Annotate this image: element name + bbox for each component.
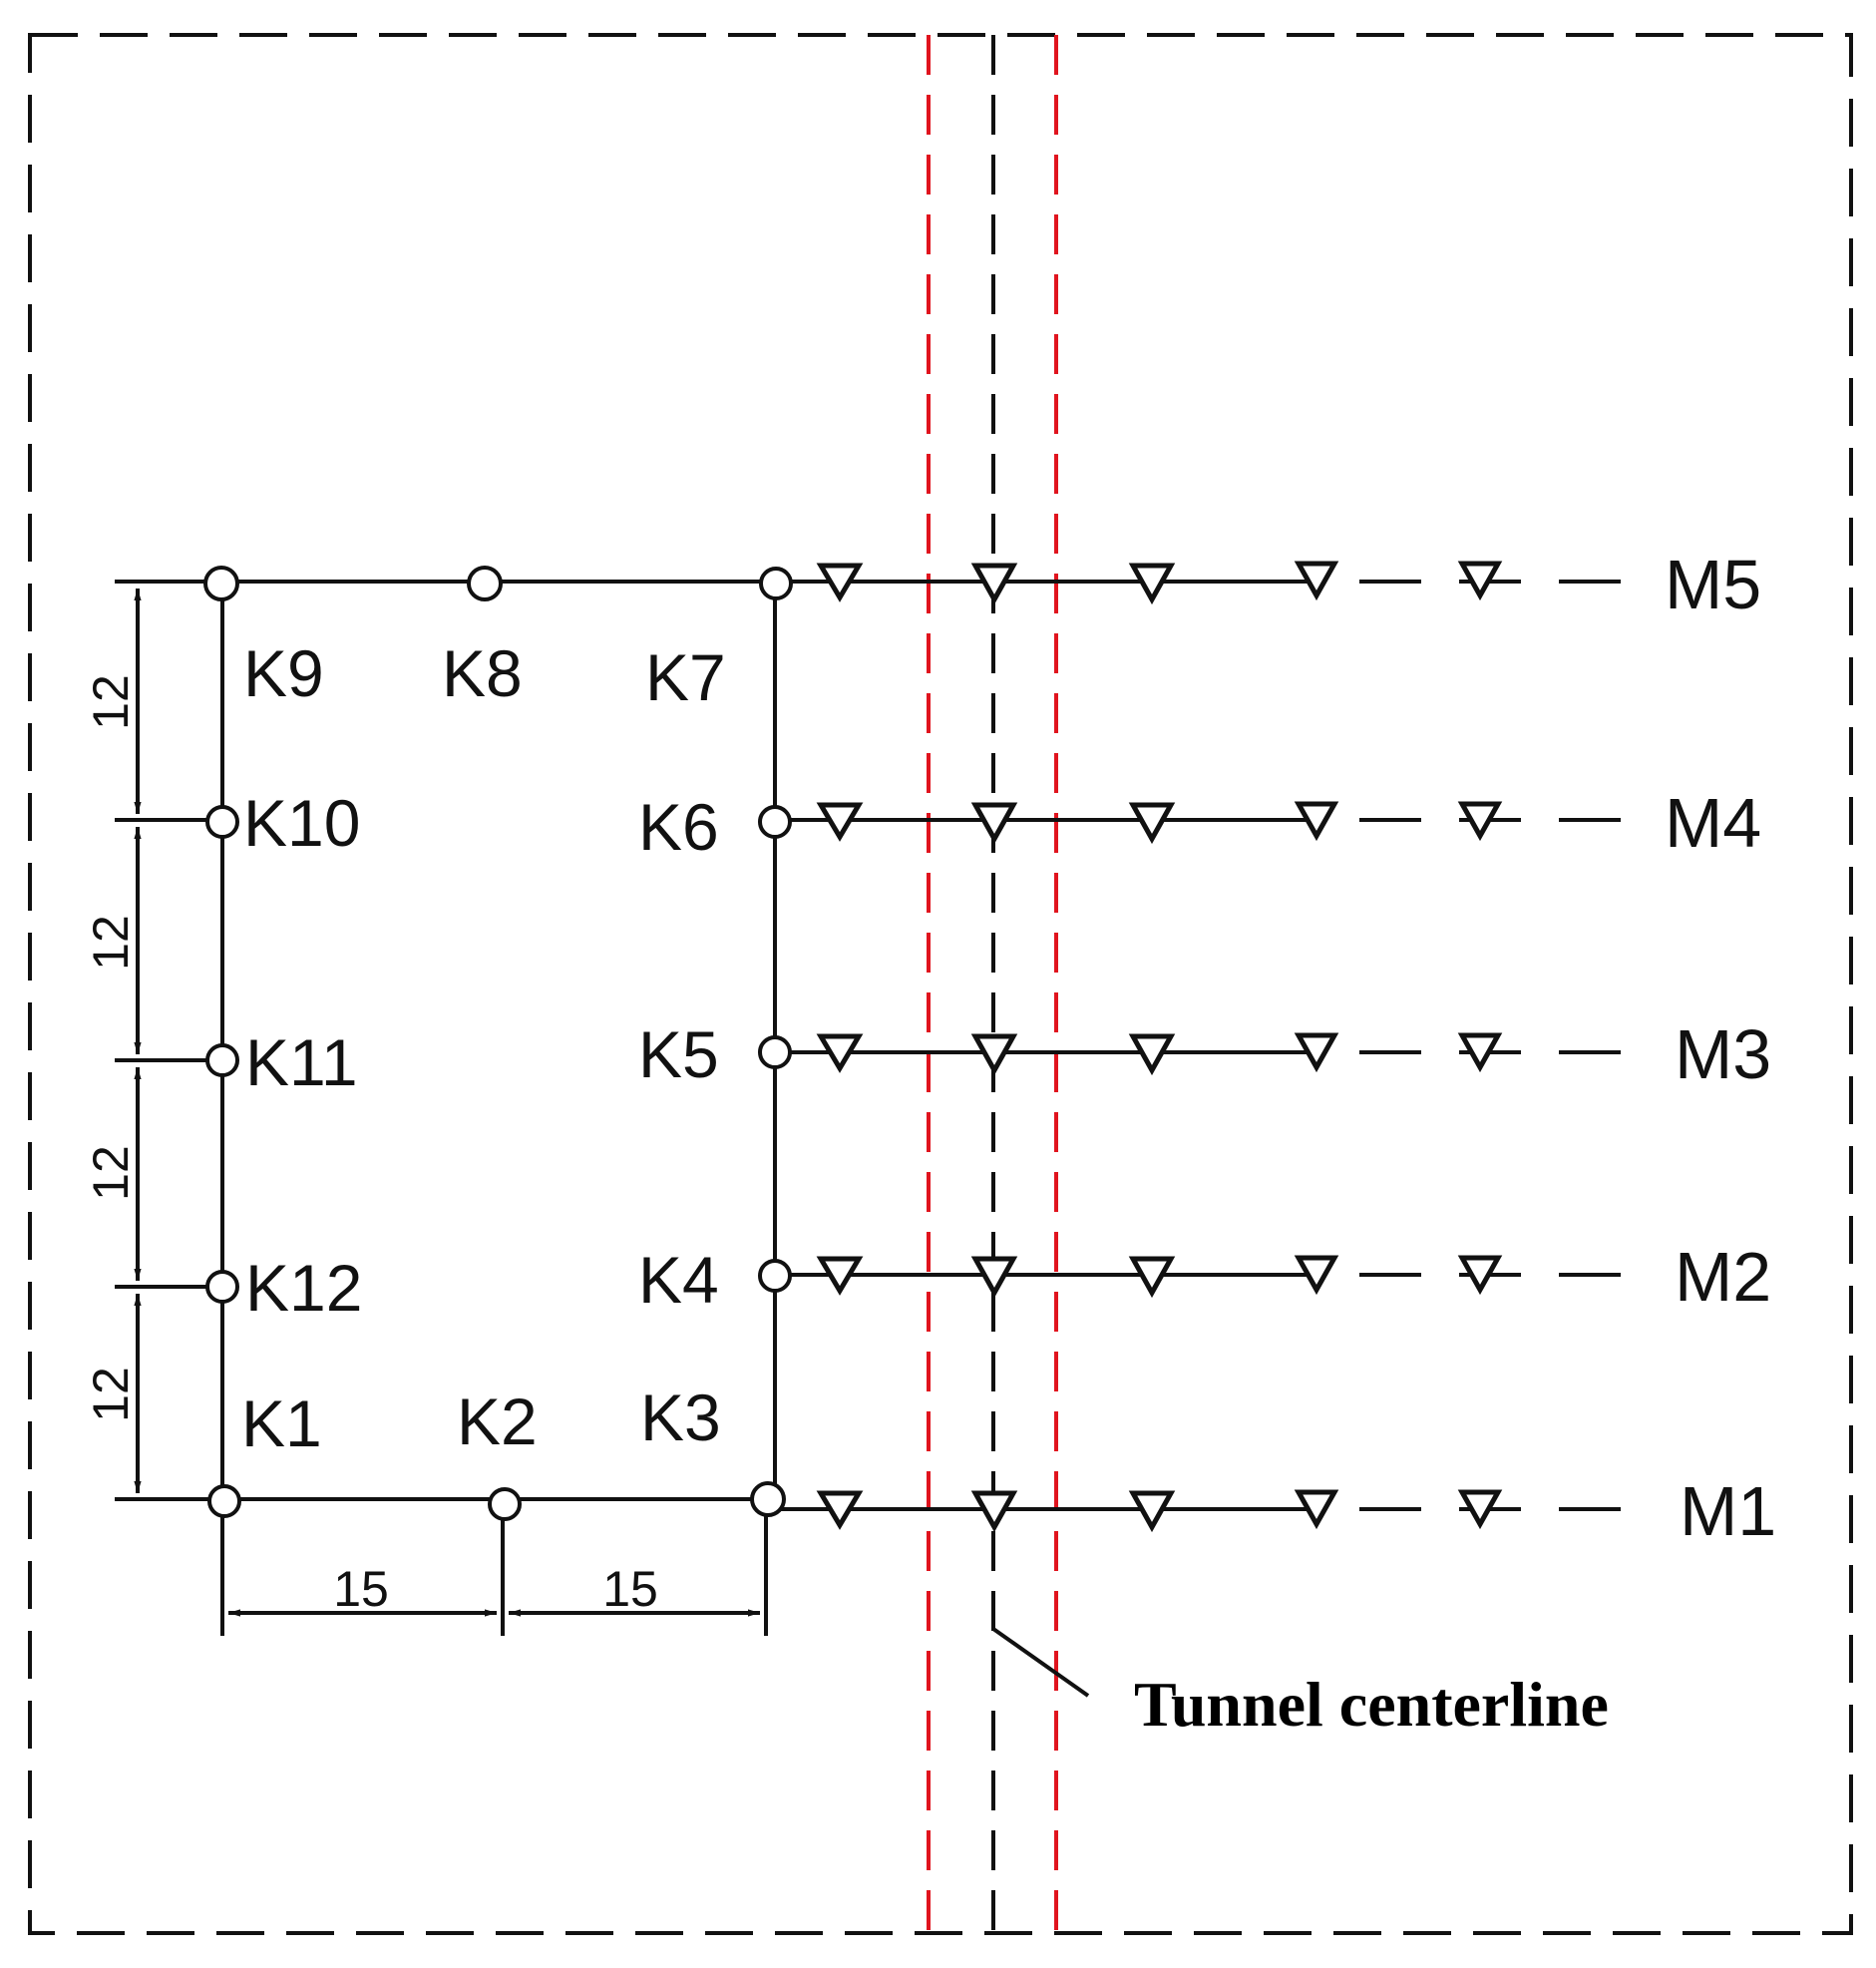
dim-vertical-1: 12 (83, 674, 139, 730)
label-m3: M3 (1675, 1015, 1771, 1093)
label-k11: K11 (245, 1025, 358, 1099)
dim-horizontal-1: 15 (333, 1561, 389, 1617)
dim-vertical-4: 12 (83, 1367, 139, 1422)
point-k9 (203, 566, 239, 601)
point-k6 (758, 805, 792, 839)
caption-leader (991, 1627, 1090, 1698)
label-k9: K9 (243, 636, 324, 710)
m-points (816, 561, 1503, 1533)
point-k5 (758, 1035, 792, 1069)
label-k5: K5 (638, 1017, 719, 1091)
label-k1: K1 (241, 1386, 322, 1460)
label-k4: K4 (638, 1243, 719, 1317)
dim-vertical-3: 12 (83, 1145, 139, 1201)
label-k8: K8 (442, 636, 523, 710)
point-k7 (759, 567, 793, 600)
label-k3: K3 (640, 1380, 721, 1454)
dim-horizontal-2: 15 (602, 1561, 658, 1617)
monitoring-frame (115, 580, 778, 1636)
caption-tunnel-centerline: Tunnel centerline (1134, 1669, 1609, 1740)
label-k2: K2 (457, 1384, 538, 1458)
label-m1: M1 (1680, 1472, 1776, 1550)
label-k10: K10 (243, 786, 360, 860)
point-k11 (205, 1043, 239, 1077)
point-k10 (205, 805, 239, 839)
label-m4: M4 (1665, 784, 1761, 862)
point-k1 (207, 1484, 241, 1518)
dim-vertical-2: 12 (83, 915, 139, 971)
point-k2 (488, 1487, 522, 1521)
label-k12: K12 (245, 1251, 362, 1325)
point-k8 (467, 566, 503, 601)
site-boundary (28, 33, 1853, 1935)
label-k7: K7 (645, 640, 726, 714)
label-k6: K6 (638, 790, 719, 864)
label-m2: M2 (1675, 1238, 1771, 1316)
monitoring-lines (778, 580, 1644, 1511)
point-k3 (750, 1481, 786, 1517)
label-m5: M5 (1665, 546, 1761, 623)
point-k4 (758, 1259, 792, 1293)
point-k12 (205, 1270, 239, 1304)
k-points (203, 566, 793, 1521)
